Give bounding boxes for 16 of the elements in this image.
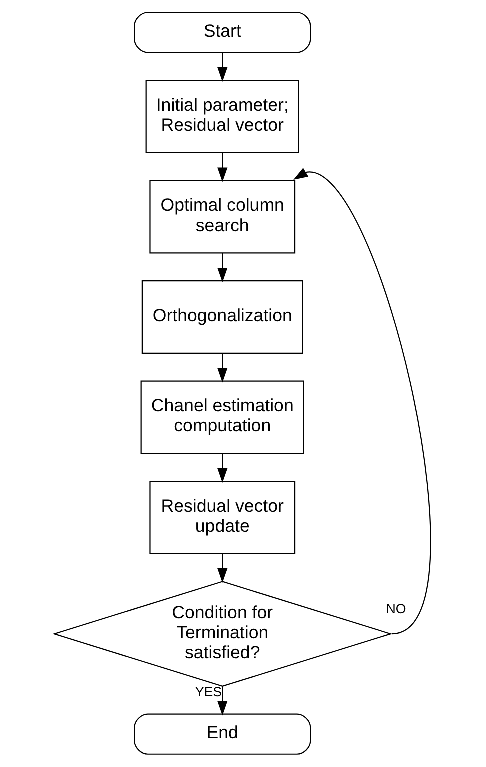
node-box: Optimal column search (150, 180, 296, 254)
arrow (218, 686, 228, 716)
arrow (218, 354, 228, 383)
node-box: Residual vector update (150, 480, 296, 554)
node-box: Start (134, 12, 312, 54)
node-box: Initial parameter; Residual vector (146, 80, 300, 154)
node-box: Orthogonalization (142, 280, 304, 354)
edge-label: YES (195, 684, 222, 700)
arrow (218, 52, 228, 82)
arrow (218, 254, 228, 282)
node-box: End (134, 714, 312, 755)
arrow (218, 153, 228, 182)
arrow (218, 454, 228, 483)
arrow (218, 554, 228, 584)
node-box: Chanel estimation computation (140, 380, 304, 454)
arrow (294, 168, 431, 635)
